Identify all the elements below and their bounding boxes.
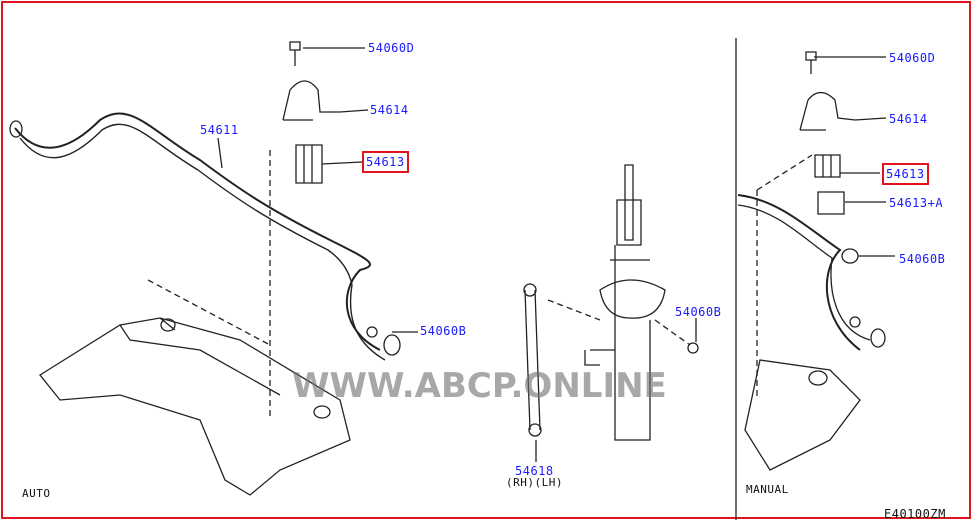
bolt-manual	[805, 51, 817, 74]
label-54613-manual[interactable]: 54613	[882, 163, 929, 185]
auto-section-label: AUTO	[22, 487, 51, 500]
bracket-manual	[799, 91, 856, 131]
stabilizer-bar-auto	[14, 112, 381, 351]
label-54060b-manual[interactable]: 54060B	[899, 252, 946, 266]
manual-section-label: MANUAL	[746, 483, 789, 496]
subframe-manual	[744, 359, 861, 471]
bracket-auto	[282, 80, 340, 121]
bushing-auto	[295, 144, 323, 184]
label-54614-auto[interactable]: 54614	[370, 103, 409, 117]
bushing-manual	[814, 154, 841, 178]
strut-rod	[616, 164, 642, 246]
label-54060b-strut[interactable]: 54060B	[675, 305, 722, 319]
nut-strut	[687, 342, 699, 354]
label-54618[interactable]: 54618	[515, 464, 554, 478]
bar-end-auto	[9, 120, 23, 138]
nut-auto	[366, 326, 378, 338]
watermark: WWW.ABCP.ONLINE	[292, 366, 667, 406]
label-54613-auto[interactable]: 54613	[362, 151, 409, 173]
subframe-auto	[39, 317, 351, 496]
label-54614-manual[interactable]: 54614	[889, 112, 928, 126]
label-54060b-bar[interactable]: 54060B	[420, 324, 467, 338]
label-54060d-auto[interactable]: 54060D	[368, 41, 415, 55]
strut-spring-seat	[599, 279, 666, 319]
strut-body	[610, 245, 651, 441]
figure-code: E40100ZM	[884, 507, 946, 520]
label-54060d-manual[interactable]: 54060D	[889, 51, 936, 65]
link-side-note: (RH)(LH)	[506, 476, 563, 489]
stabilizer-link	[524, 289, 541, 431]
bushing-alt-manual	[817, 191, 845, 215]
bolt-auto	[289, 41, 301, 66]
label-54611[interactable]: 54611	[200, 123, 239, 137]
stabilizer-bar-manual	[737, 194, 861, 351]
label-54613a-manual[interactable]: 54613+A	[889, 196, 944, 210]
